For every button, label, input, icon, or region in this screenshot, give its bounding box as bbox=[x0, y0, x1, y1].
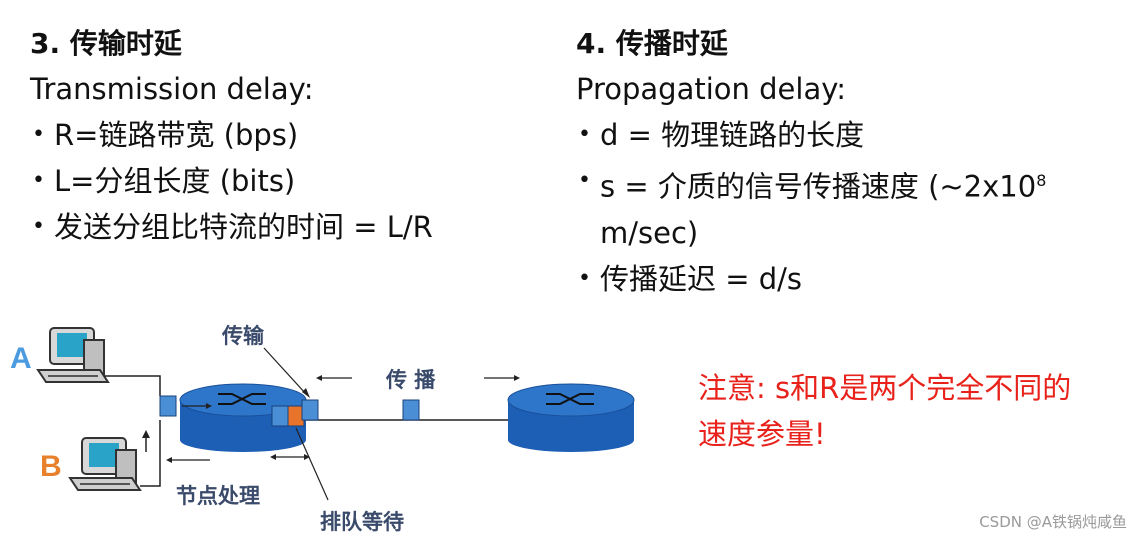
propagation-heading: 4. 传播时延 bbox=[576, 22, 1116, 66]
watermark: CSDN @A铁锅炖咸鱼 bbox=[979, 511, 1127, 532]
bullet-text: d = 物理链路的长度 bbox=[600, 118, 864, 152]
bullet-text-continued: m/sec) bbox=[600, 216, 698, 250]
transmission-section: 3. 传输时延 Transmission delay: •R=链路带宽 (bps… bbox=[30, 22, 550, 250]
arrowhead-icon bbox=[514, 375, 520, 381]
packet-incoming bbox=[160, 396, 176, 416]
bullet-text: 传播延迟 = d/s bbox=[600, 262, 802, 296]
bullet-text: s = 介质的信号传播速度 (~2x10 bbox=[600, 170, 1036, 204]
queueing-pointer-icon bbox=[296, 428, 328, 500]
router-2-icon bbox=[508, 384, 634, 452]
bullet-text: R=链路带宽 (bps) bbox=[54, 118, 298, 152]
transmission-bullets: •R=链路带宽 (bps) •L=分组长度 (bits) •发送分组比特流的时间… bbox=[30, 112, 550, 250]
bullet-text: 发送分组比特流的时间 = L/R bbox=[54, 210, 433, 244]
bullet-item: •传播延迟 = d/s bbox=[576, 256, 1116, 302]
transmission-heading: 3. 传输时延 bbox=[30, 22, 550, 66]
bullet-item: •L=分组长度 (bits) bbox=[30, 158, 550, 204]
propagation-subheading: Propagation delay: bbox=[576, 66, 1116, 112]
exponent: 8 bbox=[1036, 171, 1046, 190]
packet-transmitting bbox=[302, 400, 318, 420]
link-b-router bbox=[140, 420, 160, 486]
propagation-label: 传 播 bbox=[386, 364, 435, 394]
host-b-computer-icon bbox=[70, 438, 140, 490]
nodal-processing-label: 节点处理 bbox=[176, 480, 260, 510]
arrowhead-icon bbox=[270, 454, 276, 460]
bullet-text: L=分组长度 (bits) bbox=[54, 164, 295, 198]
host-a-computer-icon bbox=[38, 328, 108, 382]
up-arrowhead-icon bbox=[142, 430, 150, 438]
arrowhead-icon bbox=[316, 375, 322, 381]
transmission-subheading: Transmission delay: bbox=[30, 66, 550, 112]
link-a-router bbox=[104, 376, 160, 396]
bullet-item: •d = 物理链路的长度 bbox=[576, 112, 1116, 158]
bullet-item: •R=链路带宽 (bps) bbox=[30, 112, 550, 158]
packet-queued bbox=[272, 406, 288, 426]
bullet-item: •发送分组比特流的时间 = L/R bbox=[30, 204, 550, 250]
host-b-label: B bbox=[40, 450, 62, 484]
propagation-section: 4. 传播时延 Propagation delay: •d = 物理链路的长度 … bbox=[576, 22, 1116, 302]
queueing-label: 排队等待 bbox=[320, 506, 404, 536]
note-text: 注意: s和R是两个完全不同的速度参量! bbox=[698, 365, 1098, 457]
arrowhead-icon bbox=[166, 457, 172, 463]
transmission-label: 传输 bbox=[222, 320, 264, 350]
host-a-label: A bbox=[10, 342, 32, 376]
packet-propagating bbox=[403, 400, 419, 420]
